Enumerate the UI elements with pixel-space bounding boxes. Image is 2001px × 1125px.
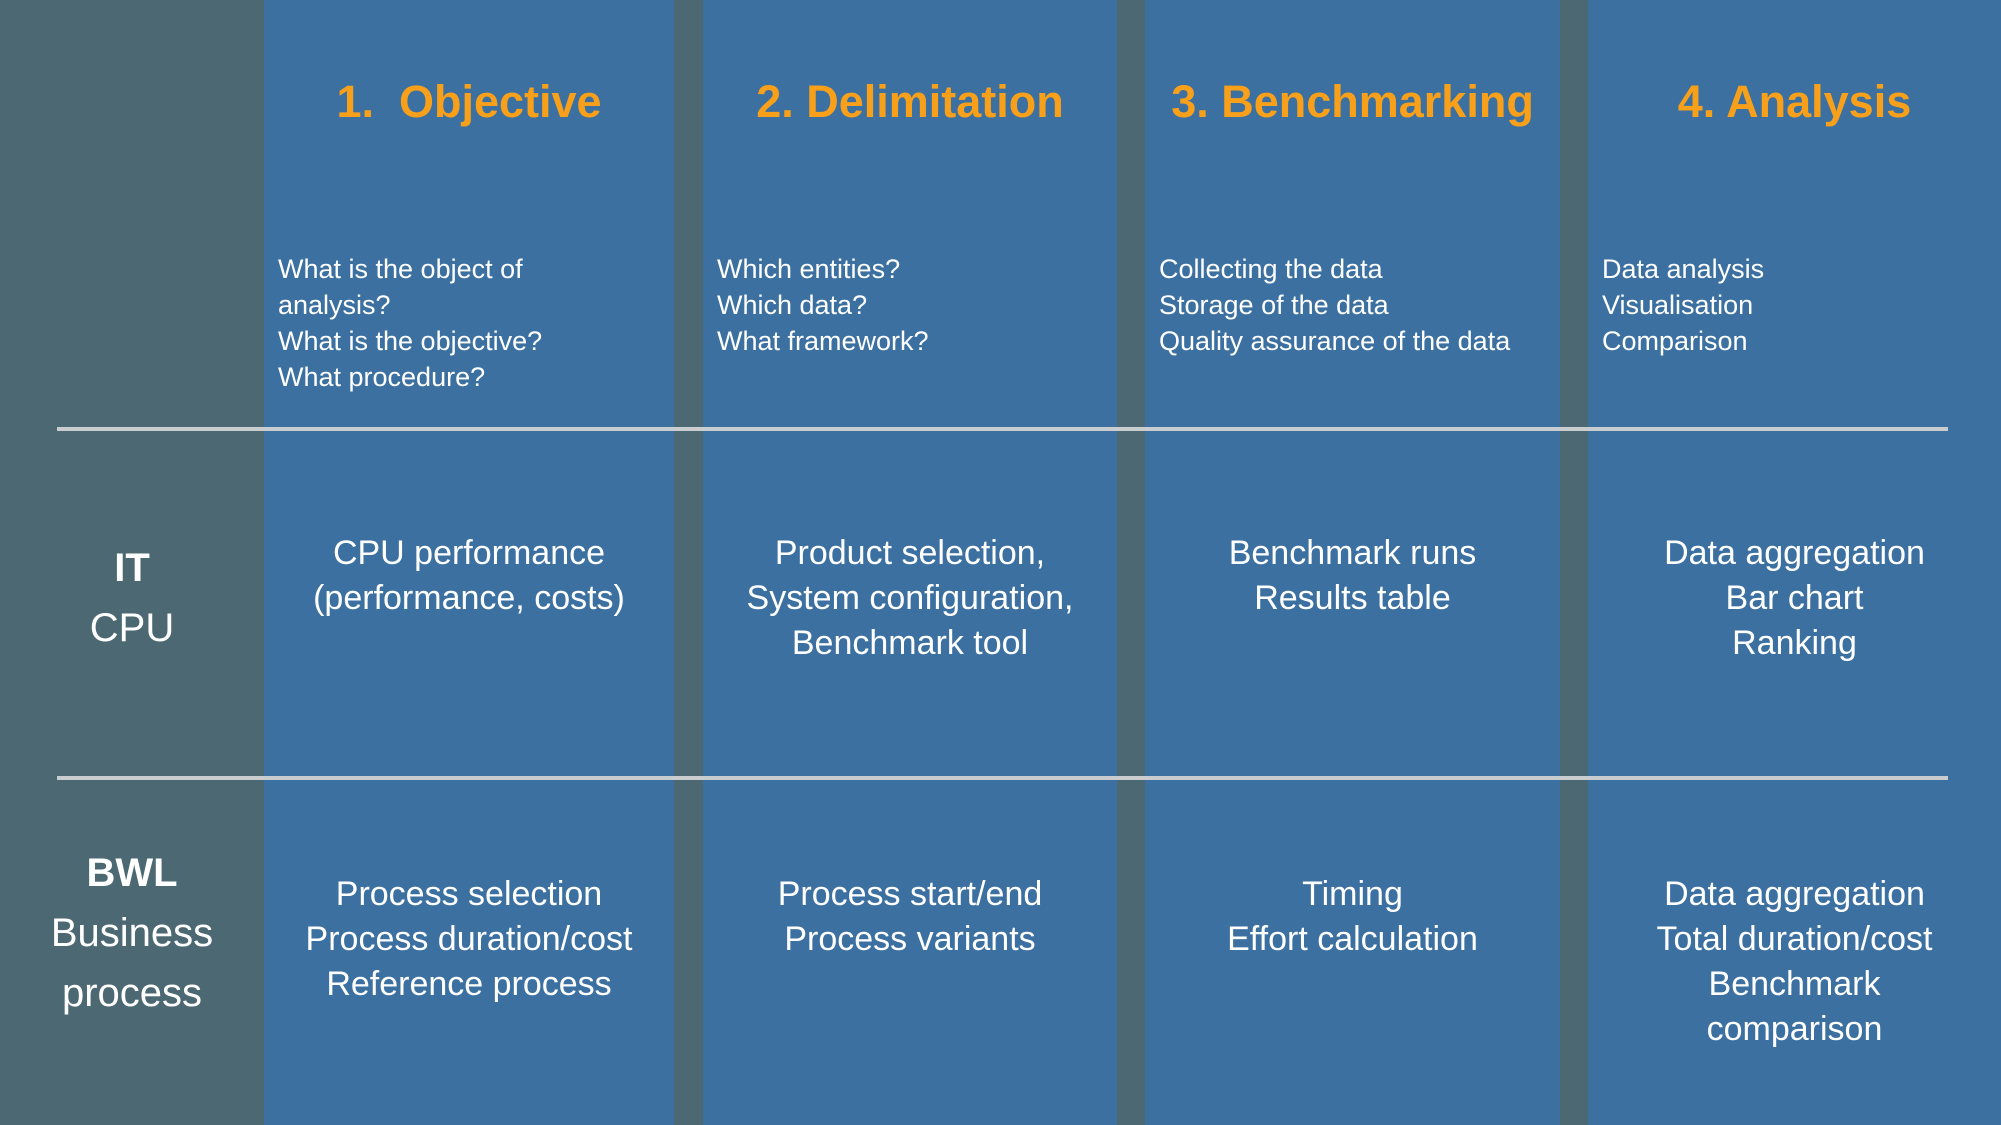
column-questions-analysis: Data analysis Visualisation Comparison xyxy=(1602,254,1765,356)
column-panel-objective: 1. Objective What is the object of analy… xyxy=(264,0,674,1125)
column-title-delimitation: 2. Delimitation xyxy=(756,76,1064,127)
cell-it-delimitation: Product selection, System configuration,… xyxy=(746,534,1074,662)
cell-it-objective: CPU performance (performance, costs) xyxy=(313,534,625,617)
row-label-it: IT CPU xyxy=(0,538,264,658)
column-title-objective: 1. Objective xyxy=(336,76,602,127)
column-questions-benchmarking: Collecting the data Storage of the data … xyxy=(1159,254,1511,356)
column-panel-delimitation: 2. Delimitation Which entities? Which da… xyxy=(703,0,1117,1125)
row-label-it-sub: CPU xyxy=(89,606,175,650)
row-label-bwl: BWL Business process xyxy=(0,843,264,1023)
column-questions-objective: What is the object of analysis? What is … xyxy=(278,254,543,392)
column-panel-benchmarking: 3. Benchmarking Collecting the data Stor… xyxy=(1145,0,1560,1125)
column-panel-analysis: 4. Analysis Data analysis Visualisation … xyxy=(1588,0,2001,1125)
cell-it-analysis: Data aggregation Bar chart Ranking xyxy=(1664,534,1925,662)
cell-bwl-objective: Process selection Process duration/cost … xyxy=(305,875,633,1003)
cell-it-benchmarking: Benchmark runs Results table xyxy=(1228,534,1477,617)
row-label-it-abbr: IT xyxy=(114,546,150,590)
row-label-bwl-sub: Business process xyxy=(50,911,214,1015)
column-title-benchmarking: 3. Benchmarking xyxy=(1171,76,1534,127)
cell-bwl-delimitation: Process start/end Process variants xyxy=(777,875,1043,958)
divider-it-bwl xyxy=(57,776,1948,780)
cell-bwl-benchmarking: Timing Effort calculation xyxy=(1227,875,1478,958)
row-label-bwl-abbr: BWL xyxy=(86,851,178,895)
column-title-analysis: 4. Analysis xyxy=(1677,76,1912,127)
divider-header-it xyxy=(57,427,1948,431)
cell-bwl-analysis: Data aggregation Total duration/cost Ben… xyxy=(1656,875,1933,1048)
column-questions-delimitation: Which entities? Which data? What framewo… xyxy=(717,254,929,356)
